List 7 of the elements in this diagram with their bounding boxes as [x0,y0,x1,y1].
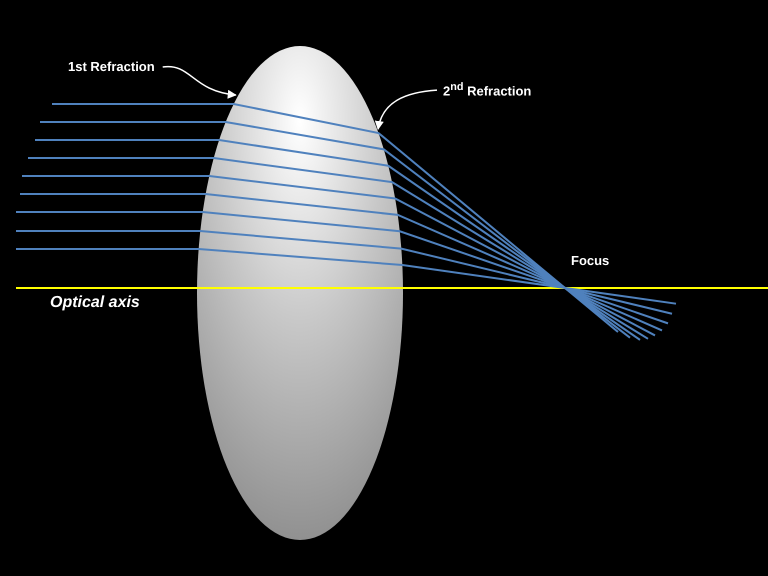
callout-label: 1st Refraction [68,59,155,75]
focus-label: Focus [571,253,610,269]
leader-line [162,66,237,98]
axis-label: Optical axis [50,293,140,313]
callout-label: 2$^{nd}$ Refraction [443,79,532,100]
lens [197,46,403,540]
leader-line [375,89,438,130]
